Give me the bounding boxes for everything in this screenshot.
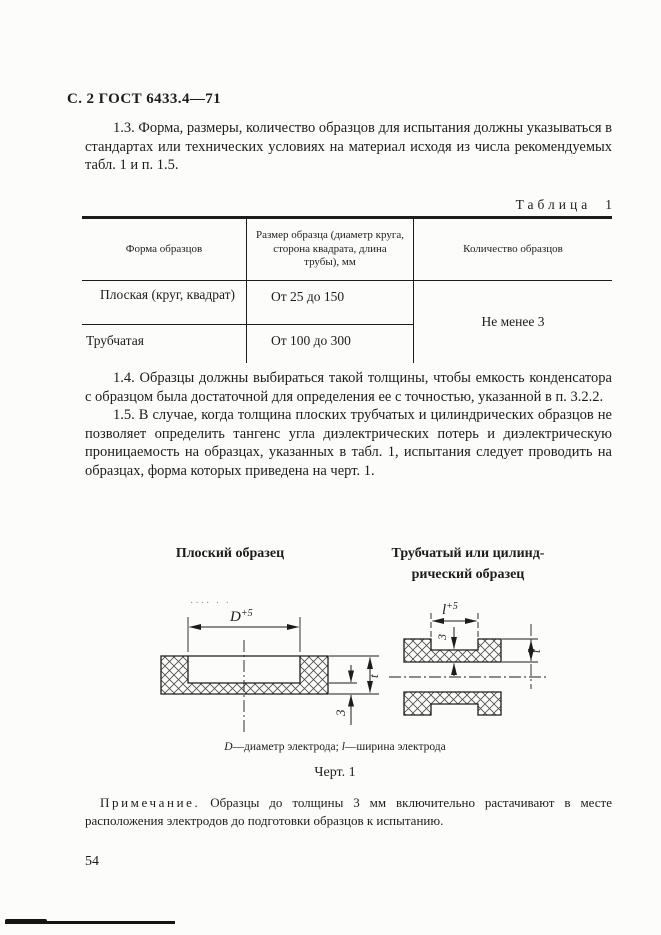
specimen-table: Форма образцов Размер образца (диаметр к… xyxy=(82,216,612,363)
caption-text-D: —диаметр электрода; xyxy=(232,741,342,753)
dimension-label-t: t xyxy=(366,674,381,678)
paragraphs-1-4-1-5: 1.4. Образцы должны выбираться такой тол… xyxy=(85,369,612,481)
table-row-flat-size: От 25 до 150 xyxy=(247,281,414,325)
figure-label-tube-line2: рический образец xyxy=(411,567,525,582)
dimension-label-3: 3 xyxy=(435,634,449,641)
tube-specimen-diagram: l+5 3 t xyxy=(389,601,549,716)
flat-specimen-body xyxy=(160,655,329,695)
caption-text-l: —ширина электрода xyxy=(344,741,446,753)
page-header: С. 2 ГОСТ 6433.4—71 xyxy=(67,91,222,107)
note-paragraph: Примечание. Образцы до толщины 3 мм вклю… xyxy=(85,794,612,831)
table-row-flat-form: Плоская (круг, квадрат) xyxy=(82,281,247,325)
note-label: Примечание. xyxy=(100,795,201,810)
dimension-label-3: 3 xyxy=(333,709,348,717)
table-header-size: Размер образца (диаметр круга, сторона к… xyxy=(247,219,414,281)
figure-label-tube-line1: Трубчатый или цилинд- xyxy=(391,546,545,561)
figure-number: Черт. 1 xyxy=(314,765,356,780)
table-row-tube-size: От 100 до 300 xyxy=(247,325,414,363)
note-block: Примечание. Образцы до толщины 3 мм вклю… xyxy=(85,794,612,831)
dimension-label-t: t xyxy=(528,649,543,653)
flat-specimen-diagram: D+5 t 3 xyxy=(160,608,381,732)
page-number: 54 xyxy=(85,854,99,869)
figure-label-tube-specimen: Трубчатый или цилинд- рический образец xyxy=(382,543,554,585)
table-caption-word: Таблица xyxy=(515,197,592,212)
table-row-tube-form: Трубчатая xyxy=(82,325,247,363)
paragraph-1-5-text: 1.5. В случае, когда толщина плоских тру… xyxy=(85,407,612,479)
dimension-label-l: l+5 xyxy=(442,601,458,618)
paragraph-1-4-text: 1.4. Образцы должны выбираться такой тол… xyxy=(85,370,612,405)
tube-bottom-wall xyxy=(403,691,502,716)
caption-var-D: D xyxy=(224,741,233,753)
table-caption: Таблица 1 xyxy=(82,197,612,213)
paragraph-1-3: 1.3. Форма, размеры, количество образцов… xyxy=(85,119,612,175)
dimension-label-D: D+5 xyxy=(229,608,253,625)
figure-label-flat-specimen: Плоский образец xyxy=(175,546,285,561)
caption-var-l: l xyxy=(341,741,345,753)
tube-top-wall xyxy=(403,638,502,663)
table-header-form: Форма образцов xyxy=(82,219,247,281)
figure-caption: D—диаметр электрода; l—ширина электрода xyxy=(70,741,600,753)
paragraph-1-3-text: 1.3. Форма, размеры, количество образцов… xyxy=(85,120,612,174)
table-caption-number: 1 xyxy=(605,197,612,212)
table-cell-quantity: Не менее 3 xyxy=(481,314,545,329)
note-text: Образцы до толщины 3 мм включительно рас… xyxy=(85,795,612,829)
scan-artifact-line xyxy=(5,919,175,924)
table-header-quantity: Количество образцов xyxy=(414,219,612,281)
